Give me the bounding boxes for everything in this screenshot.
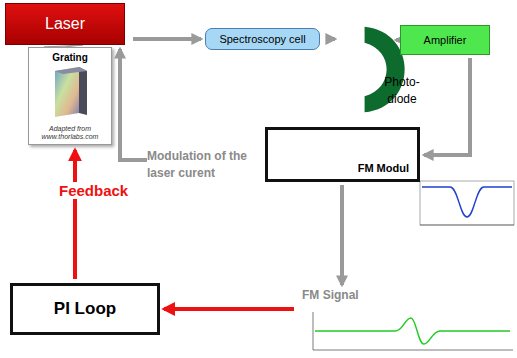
connector-line xyxy=(326,37,335,41)
laser-box: Laser xyxy=(5,3,125,45)
connector xyxy=(75,150,76,279)
pi-loop-box: PI Loop xyxy=(10,283,160,335)
node-title: Amplifier xyxy=(424,34,467,46)
amplifier-box: Amplifier xyxy=(400,25,490,55)
fm-signal-plot xyxy=(313,312,513,350)
node-note: Adapted from www.thorlabs.com xyxy=(32,125,108,141)
fm-module-box: FM Modul xyxy=(265,127,420,182)
connector-line xyxy=(133,37,201,41)
connector-line xyxy=(340,185,344,285)
node-title: Laser xyxy=(45,15,85,33)
absorption-plot xyxy=(420,181,514,225)
grating-picture xyxy=(49,63,91,119)
node-title: FM Modul xyxy=(358,162,409,174)
connector-line xyxy=(73,150,77,279)
spectroscopy-cell-box: Spectroscopy cell xyxy=(205,28,320,50)
connector-line xyxy=(120,49,262,160)
node-title: PI Loop xyxy=(54,299,116,319)
node-title: Grating xyxy=(52,52,88,63)
connector xyxy=(120,49,262,160)
connector-line xyxy=(424,58,470,155)
node-title: Spectroscopy cell xyxy=(219,33,305,45)
connector xyxy=(326,39,335,40)
connector xyxy=(424,58,470,155)
connector-label: FM Signal xyxy=(300,288,361,302)
connector-label: Feedback xyxy=(57,182,130,199)
connector xyxy=(133,39,201,40)
node-title: Photo- diode xyxy=(378,74,426,109)
connector-label: Modulation of the laser curent xyxy=(147,148,263,182)
connector-line xyxy=(164,307,294,311)
